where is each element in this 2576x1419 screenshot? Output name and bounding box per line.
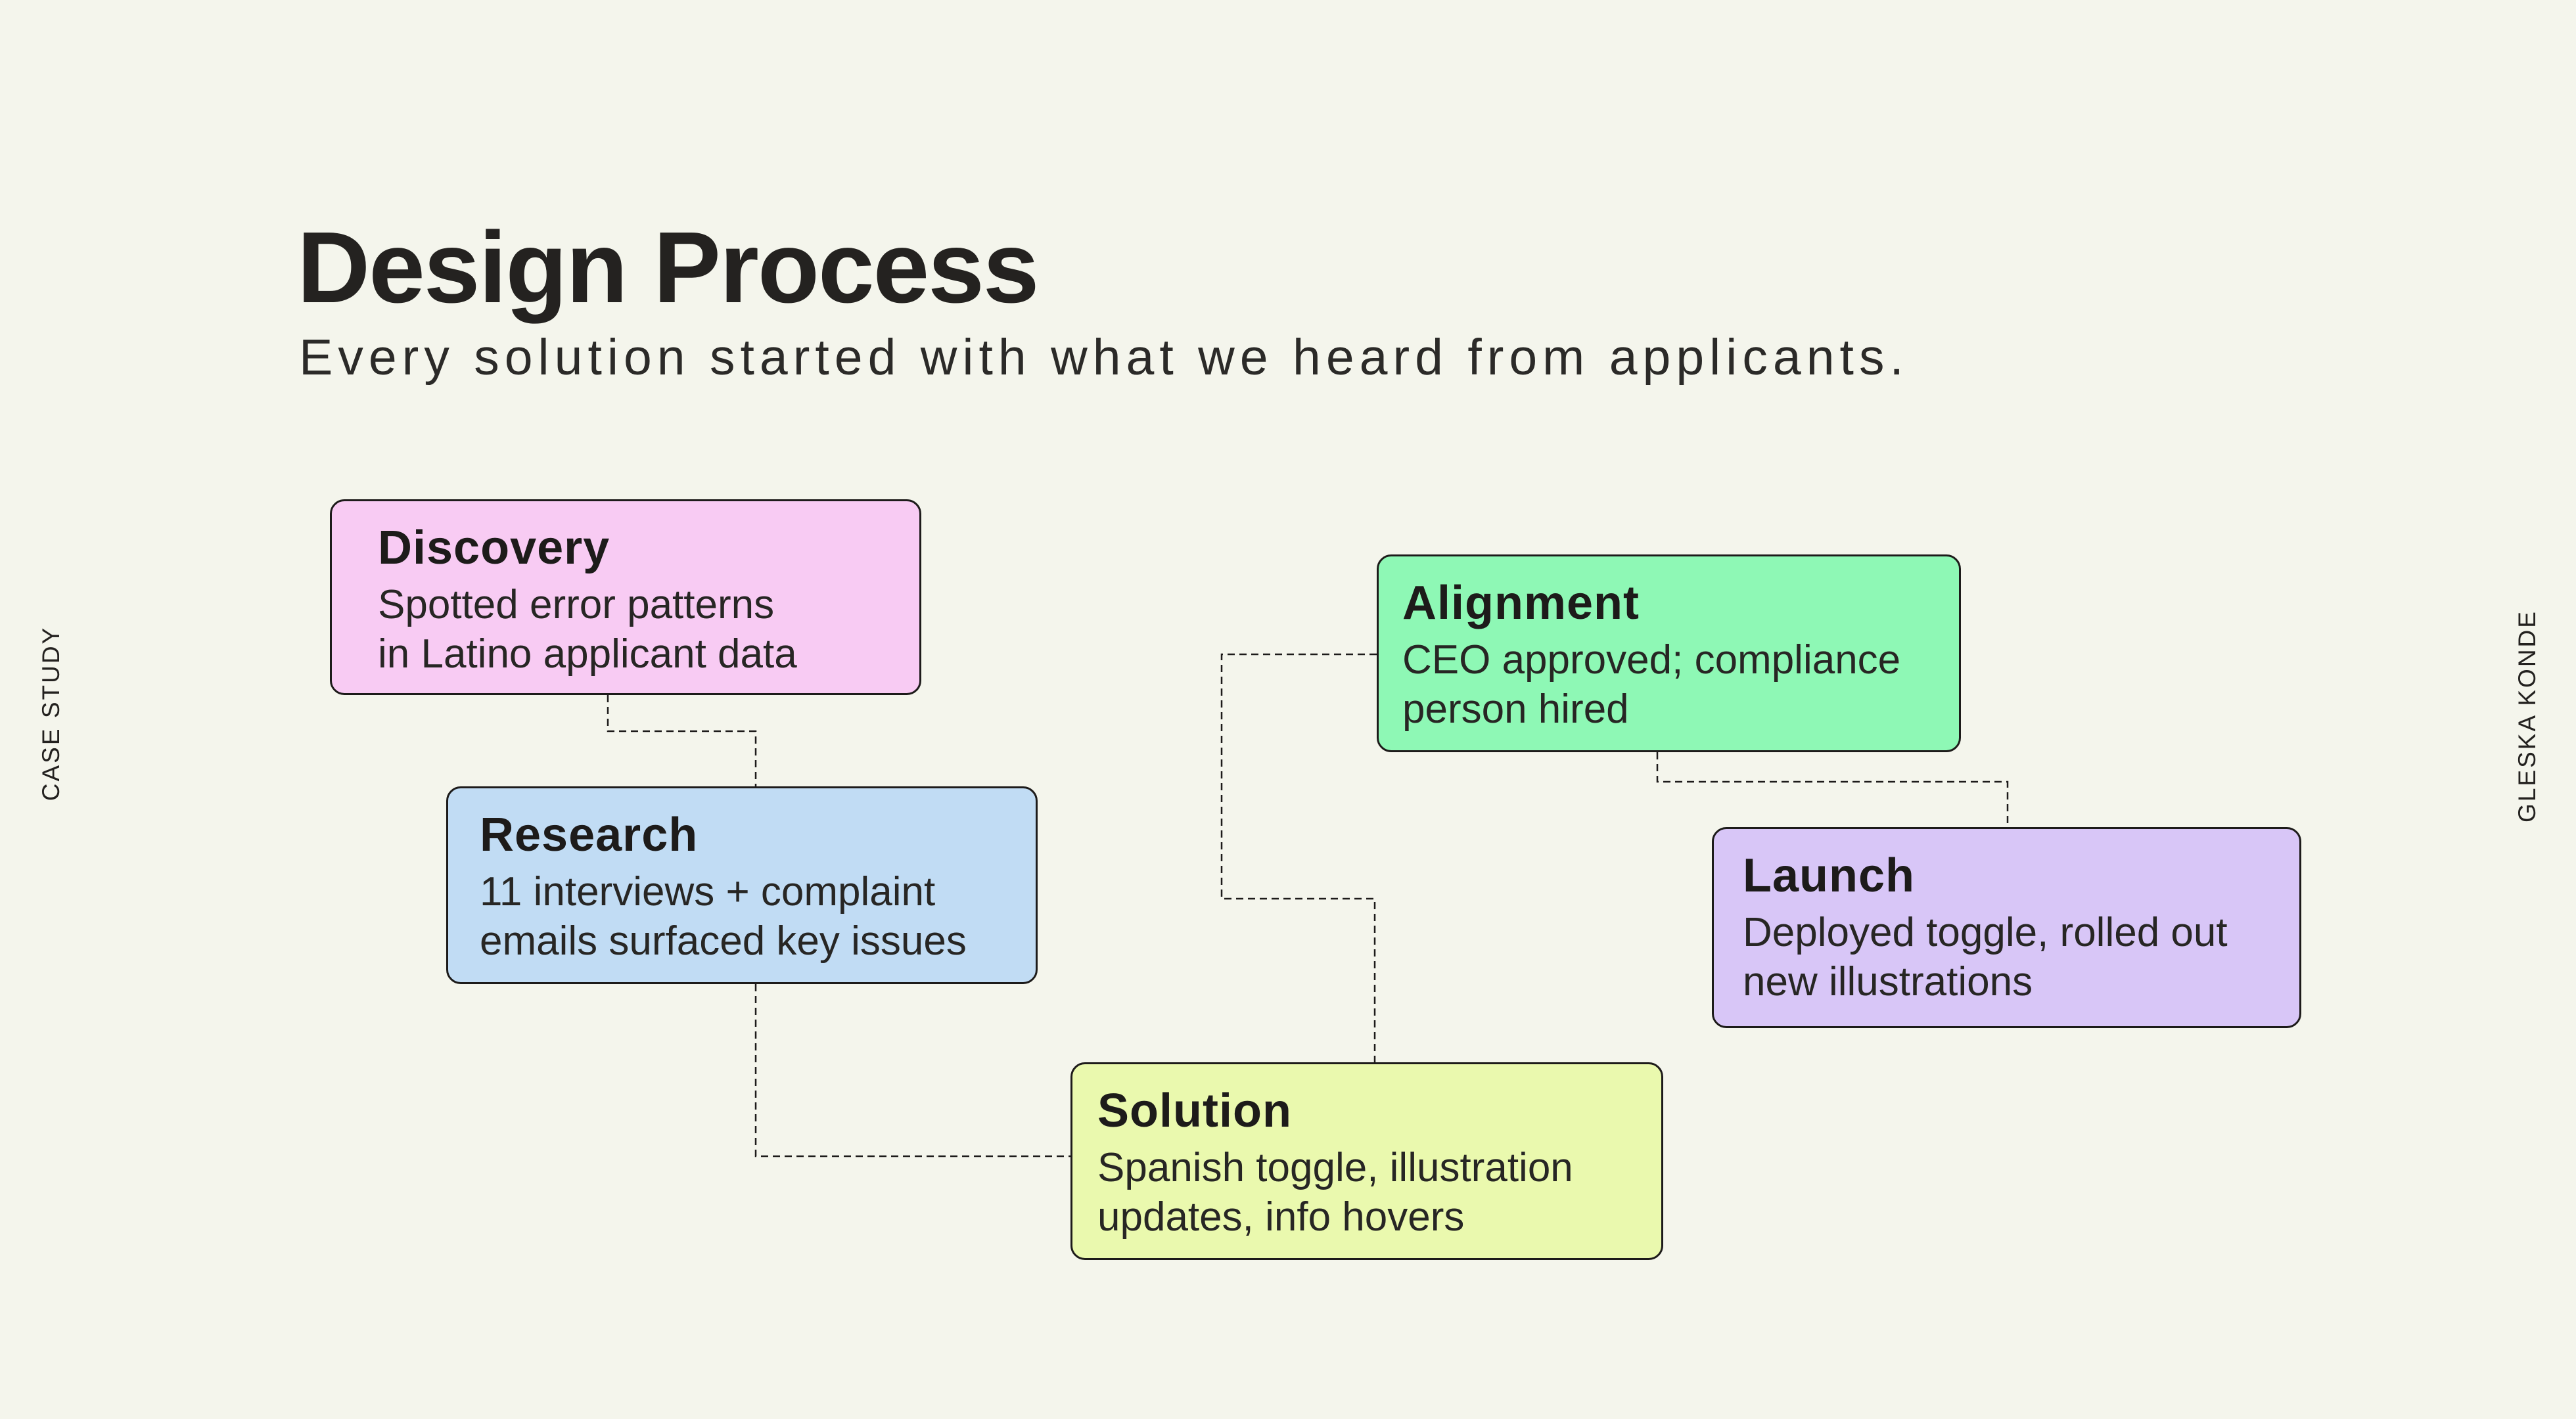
step-card-solution: Solution Spanish toggle, illustration up… [1070,1062,1663,1260]
step-title: Launch [1743,849,1916,902]
connector-alignment-solution [1220,653,1377,1062]
step-card-research: Research 11 interviews + complaint email… [446,786,1038,984]
step-title: Research [480,809,699,861]
page-title: Design Process [297,211,1040,325]
step-description: 11 interviews + complaint emails surface… [480,869,967,964]
step-title: Alignment [1402,577,1640,629]
step-title: Solution [1097,1085,1292,1137]
side-label-author: GLESKA KONDE [2514,610,2541,822]
step-card-discovery: Discovery Spotted error patterns in Lati… [330,499,921,695]
step-description: Spotted error patterns in Latino applica… [378,582,797,677]
step-card-launch: Launch Deployed toggle, rolled out new i… [1712,827,2301,1028]
step-title: Discovery [378,522,610,574]
step-card-alignment: Alignment CEO approved; compliance perso… [1377,554,1961,752]
page-subtitle: Every solution started with what we hear… [299,329,1909,386]
connector-discovery-research [607,695,757,786]
step-description: Deployed toggle, rolled out new illustra… [1743,910,2228,1005]
connector-alignment-launch [1656,752,2009,827]
connector-research-solution [754,984,1070,1158]
step-description: Spanish toggle, illustration updates, in… [1097,1145,1573,1240]
side-label-case-study: CASE STUDY [37,625,64,801]
step-description: CEO approved; compliance person hired [1402,637,1901,732]
